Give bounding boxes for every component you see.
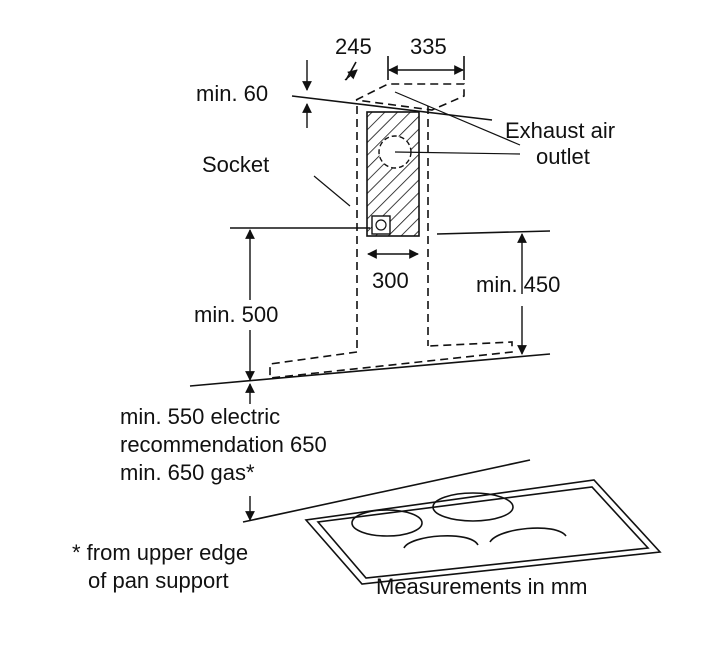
socket-label: Socket <box>202 152 269 177</box>
hob-burner-back-right <box>432 492 514 522</box>
note-line2: recommendation 650 <box>120 432 327 457</box>
dim-245-label: 245 <box>335 34 372 59</box>
hood-bottom-line <box>189 353 551 387</box>
min-450-label: min. 450 <box>476 272 560 297</box>
hob-burner-far-right <box>489 527 567 543</box>
socket-box <box>371 215 391 235</box>
exhaust-leader-bottom <box>394 151 521 155</box>
exhaust-label-line2: outlet <box>536 144 590 169</box>
note-line1: min. 550 electric <box>120 404 280 429</box>
min-60-label: min. 60 <box>196 81 268 106</box>
socket-leader <box>313 175 351 207</box>
hob-outline <box>304 479 662 585</box>
units-label: Measurements in mm <box>376 574 588 599</box>
dim-300-label: 300 <box>372 268 409 293</box>
note-line3: min. 650 gas* <box>120 460 255 485</box>
hob-reference-line <box>242 459 531 523</box>
socket-icon <box>375 219 387 231</box>
footnote-line2: of pan support <box>88 568 229 593</box>
dim-245-arrow <box>344 69 358 81</box>
hob-burner-front-left <box>351 509 423 537</box>
ceiling-line <box>291 95 493 121</box>
exhaust-label-line1: Exhaust air <box>505 118 615 143</box>
socket-height-line-right <box>436 230 551 235</box>
dim-335-label: 335 <box>410 34 447 59</box>
chimney-top <box>355 83 465 111</box>
footnote-line1: * from upper edge <box>72 540 248 565</box>
hood-canopy <box>269 341 513 379</box>
hob-inner-edge <box>316 486 650 579</box>
exhaust-leader-top <box>394 91 521 146</box>
hob-burner-front-right <box>403 535 479 549</box>
min-500-label: min. 500 <box>194 302 278 327</box>
